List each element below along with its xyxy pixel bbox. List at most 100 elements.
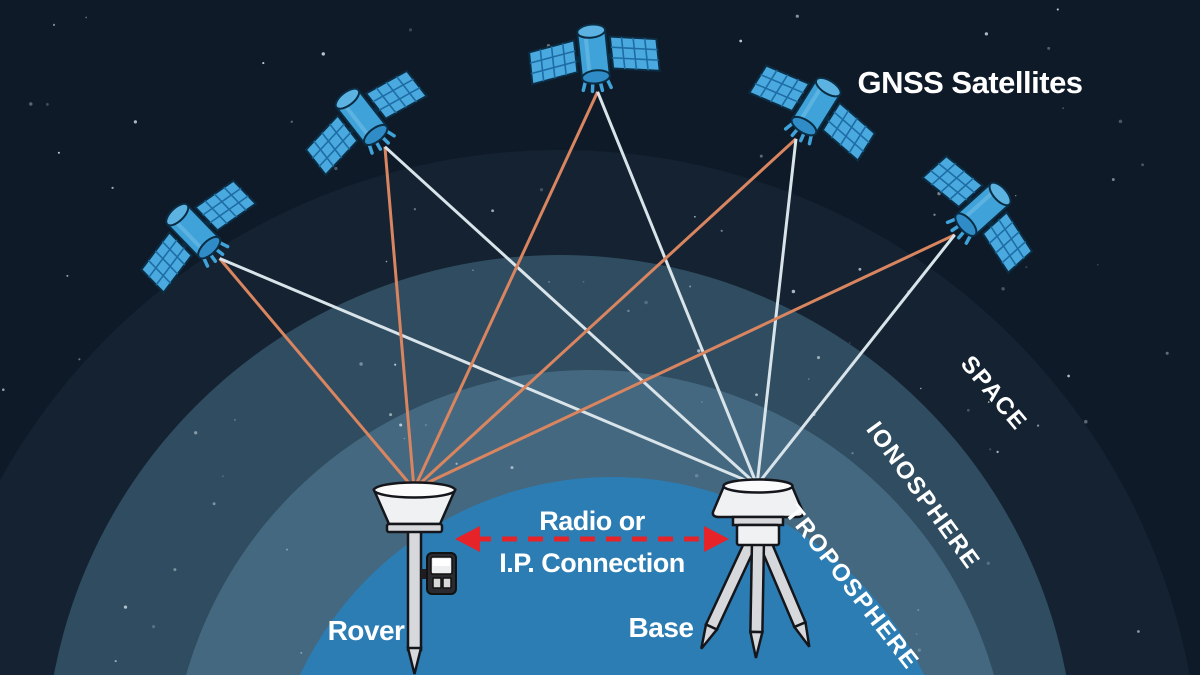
star <box>539 188 544 192</box>
star <box>987 401 990 403</box>
star <box>111 186 114 190</box>
star <box>694 474 699 478</box>
rover-station <box>372 481 457 675</box>
star <box>917 609 920 611</box>
star <box>1111 178 1115 181</box>
rover-controller <box>421 552 457 595</box>
star <box>582 280 585 283</box>
star <box>152 625 156 629</box>
star <box>173 568 177 572</box>
star <box>472 269 474 271</box>
radio-connection-arrow <box>455 526 729 552</box>
star <box>720 229 723 232</box>
star <box>212 502 216 506</box>
star <box>816 356 821 360</box>
signal-satellite-2-to-rover <box>383 146 416 490</box>
star <box>359 362 363 366</box>
star <box>933 213 936 216</box>
star <box>262 62 265 65</box>
star <box>548 281 550 283</box>
star <box>1165 351 1169 355</box>
star <box>222 475 224 477</box>
star <box>85 16 88 19</box>
controller-button <box>442 577 452 589</box>
star <box>408 28 413 32</box>
star <box>627 309 630 313</box>
star <box>697 349 701 353</box>
star <box>1097 264 1099 266</box>
star <box>966 408 970 412</box>
base-antenna-collar <box>735 523 781 547</box>
star <box>915 633 918 635</box>
star <box>755 393 758 397</box>
rover-pole-tip <box>406 646 423 675</box>
label-base: Base <box>629 612 694 643</box>
star <box>701 401 703 403</box>
star <box>300 651 303 654</box>
arrowhead-left <box>455 526 480 552</box>
label-connection-line2: I.P. Connection <box>499 548 685 578</box>
signal-satellite-3-to-base <box>596 91 759 486</box>
signal-satellite-1-to-base <box>219 257 758 487</box>
star <box>920 387 922 390</box>
star <box>1084 419 1088 424</box>
star <box>389 413 393 417</box>
star <box>114 660 117 663</box>
star <box>644 300 648 305</box>
star <box>689 285 692 288</box>
star <box>286 548 288 551</box>
signal-satellite-5-to-rover <box>413 233 956 491</box>
base-station <box>700 478 811 659</box>
star <box>491 209 494 213</box>
star <box>1047 46 1051 50</box>
star <box>1137 630 1140 633</box>
star <box>290 120 293 124</box>
tripod-leg-center <box>748 538 766 659</box>
star <box>424 423 428 427</box>
star <box>1053 82 1057 86</box>
label-connection-line1: Radio or <box>539 506 645 536</box>
star <box>996 450 999 454</box>
star <box>133 120 137 124</box>
star <box>334 166 338 171</box>
title-gnss-satellites: GNSS Satellites <box>857 65 1082 100</box>
star <box>739 39 743 43</box>
controller-button <box>432 577 442 589</box>
star <box>858 267 862 271</box>
star <box>510 466 514 470</box>
rover-antenna-base <box>385 522 444 534</box>
star <box>1056 8 1059 11</box>
star <box>1025 266 1028 269</box>
star <box>394 363 397 366</box>
star <box>791 289 796 294</box>
star <box>984 32 989 36</box>
star <box>57 151 60 154</box>
star-field <box>1 8 1169 663</box>
star <box>455 462 458 465</box>
star <box>1118 119 1123 124</box>
tripod-leg-right <box>756 536 811 648</box>
star <box>807 378 810 380</box>
star <box>851 452 854 455</box>
star <box>1067 374 1070 378</box>
star <box>795 14 799 18</box>
signal-satellite-2-to-base <box>383 145 759 487</box>
star <box>66 274 69 277</box>
star <box>46 103 49 106</box>
star <box>986 561 990 565</box>
star <box>902 464 905 467</box>
star <box>399 423 403 427</box>
star <box>1037 424 1040 427</box>
star <box>29 102 33 106</box>
star <box>234 419 236 421</box>
signal-satellite-3-to-rover <box>412 91 599 490</box>
star <box>989 448 992 451</box>
signal-satellite-4-to-base <box>755 138 798 486</box>
star <box>759 154 763 158</box>
star <box>693 215 696 218</box>
signal-lines <box>218 91 956 491</box>
star <box>413 208 417 211</box>
star <box>1014 194 1017 197</box>
